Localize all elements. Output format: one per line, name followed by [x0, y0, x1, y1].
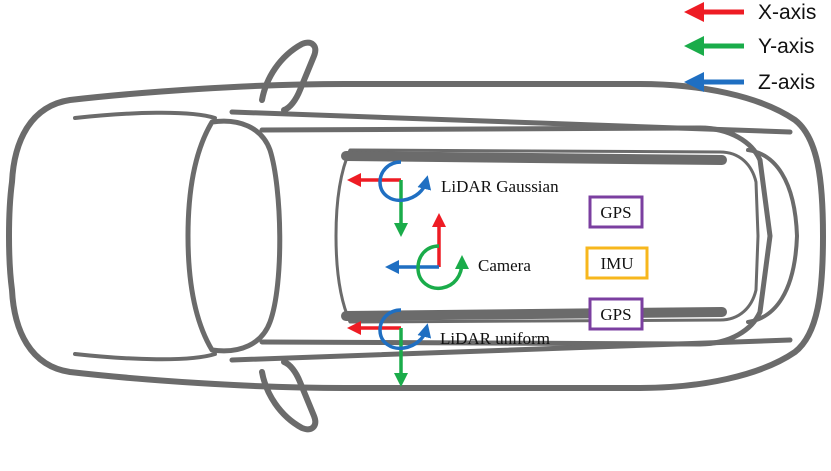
- side-strip-bottom: [341, 307, 727, 321]
- mirror-bottom: [259, 359, 319, 433]
- camera-label: Camera: [478, 256, 531, 275]
- lidar-gaussian-frame: LiDAR Gaussian: [347, 160, 559, 237]
- windshield: [185, 118, 283, 354]
- legend-y-axis: Y-axis: [684, 35, 814, 58]
- legend-y-axis-label: Y-axis: [758, 35, 814, 58]
- sill-bottom: [229, 337, 793, 363]
- legend-z-axis-label: Z-axis: [758, 71, 815, 94]
- gps-top-box: GPS: [588, 195, 644, 229]
- side-strip-top: [341, 151, 727, 165]
- car-body: [6, 81, 826, 391]
- sill-top: [229, 109, 793, 135]
- camera-y-rotation: [416, 244, 469, 291]
- cabin-outline: [334, 148, 760, 324]
- hood-line-top: [73, 110, 217, 120]
- legend: X-axis Y-axis Z-axis: [684, 1, 816, 94]
- gps-bottom-box: GPS: [588, 297, 644, 331]
- lidar-gaussian-label: LiDAR Gaussian: [441, 177, 559, 196]
- mirror-top: [259, 39, 319, 113]
- rear-window: [746, 148, 799, 324]
- car-outline: [6, 39, 826, 433]
- lidar-uniform-z-rotation: [378, 308, 432, 351]
- imu-label: IMU: [600, 254, 633, 273]
- lidar-uniform-label: LiDAR uniform: [440, 329, 550, 348]
- camera-frame: Camera: [385, 213, 531, 291]
- imu-box: IMU: [585, 246, 649, 280]
- gps-top-label: GPS: [600, 203, 631, 222]
- legend-z-axis: Z-axis: [684, 71, 815, 94]
- legend-x-axis: X-axis: [684, 1, 816, 24]
- legend-x-axis-label: X-axis: [758, 1, 816, 24]
- lidar-uniform-frame: LiDAR uniform: [347, 308, 550, 387]
- lidar-gaussian-z-rotation: [378, 160, 432, 203]
- gps-bottom-label: GPS: [600, 305, 631, 324]
- hood-line-bottom: [73, 352, 217, 362]
